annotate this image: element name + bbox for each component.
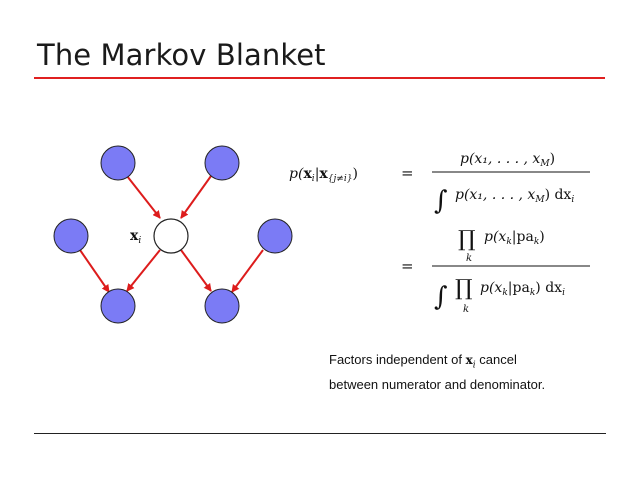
fraction2-numerator: p(xk|pak) — [484, 229, 545, 247]
product-sign-2: ∏ — [455, 276, 473, 301]
equals-sign-2: = — [401, 257, 414, 275]
child-node-2 — [204, 288, 240, 324]
product-sign-1: ∏ — [458, 227, 476, 252]
caption-line1-start: Factors independent of — [329, 352, 466, 367]
footer-rule — [34, 433, 606, 434]
graph-edges — [79, 175, 264, 293]
fraction1-numerator: p(x₁, . . . , xM) — [460, 151, 555, 169]
caption-variable-symbol: x — [465, 353, 473, 367]
caption-variable: xi — [465, 353, 476, 371]
parent-node-1 — [100, 145, 136, 181]
integral-sign-2: ∫ — [434, 282, 448, 312]
equals-sign-1: = — [401, 164, 414, 182]
product-index-1: k — [466, 253, 472, 264]
edge-center-to-child2 — [180, 249, 212, 292]
coparent-node-2 — [257, 218, 293, 254]
integral-sign-1: ∫ — [434, 186, 448, 216]
fraction2-denominator: p(xk|pak) dxi — [480, 280, 565, 298]
parent-node-2 — [204, 145, 240, 181]
product-index-2: k — [463, 304, 469, 315]
caption-line2: between numerator and denominator. — [329, 377, 546, 393]
equation-lhs: p(xi|x{j≠i}) — [289, 166, 358, 184]
edge-coparent2-to-child2 — [231, 249, 264, 293]
center-node — [153, 218, 189, 254]
child-node-1 — [100, 288, 136, 324]
caption-variable-subscript: i — [472, 360, 476, 371]
fraction1-denominator: p(x₁, . . . , xM) dxi — [455, 187, 574, 205]
edge-parent1-to-center — [126, 175, 161, 219]
coparent-node-1 — [53, 218, 89, 254]
graph-nodes — [53, 145, 293, 324]
caption-line1-end: cancel — [475, 352, 517, 367]
title-underline — [34, 77, 605, 79]
edge-center-to-child1 — [126, 249, 161, 292]
edge-coparent1-to-child1 — [79, 249, 110, 293]
edge-parent2-to-center — [180, 175, 212, 219]
center-node-label: xi — [130, 228, 141, 246]
caption: Factors independent of xi cancel between… — [329, 350, 619, 394]
slide-title: The Markov Blanket — [37, 38, 326, 72]
